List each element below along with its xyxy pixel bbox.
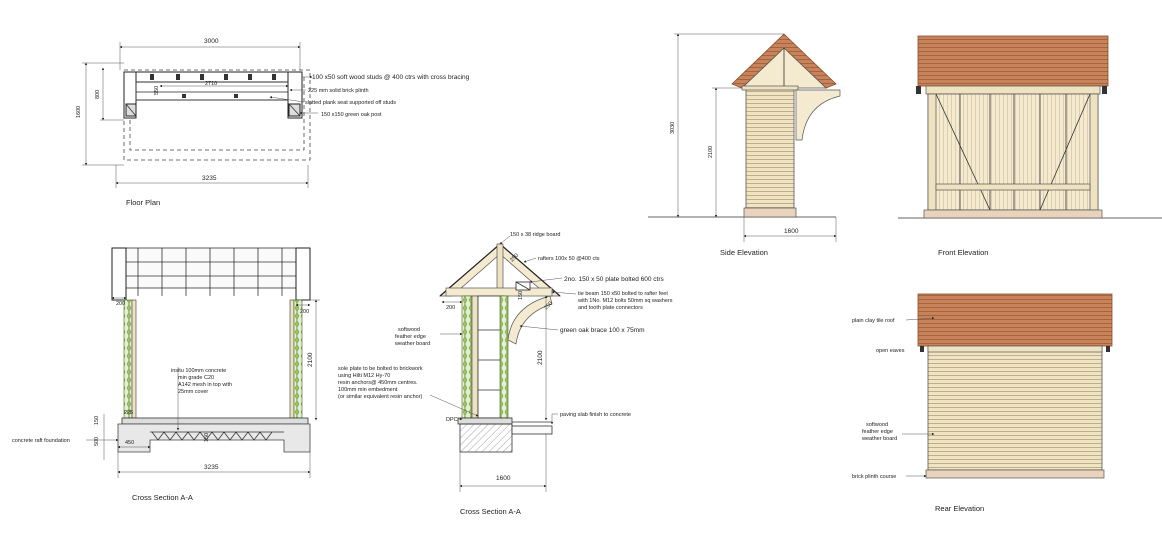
note-rear-plinth: brick plinth course [852, 474, 896, 480]
dim-3235-section: 3235 [204, 464, 219, 471]
note-concrete-2: min grade C20 [178, 375, 214, 381]
note-seat: slatted plank seat supported off studs [305, 100, 396, 106]
note-sole-1: sole plate to be bolted to brickwork [338, 366, 423, 372]
note-rafters: rafters 100x 50 @400 cts [538, 256, 600, 262]
truss-verticals [137, 248, 283, 296]
note-board-2: feather edge [395, 334, 426, 340]
dim-1600: 1600 [76, 106, 82, 118]
note-brace: green oak brace 100 x 75mm [560, 327, 645, 334]
note-post: 150 x150 green oak post [321, 112, 382, 118]
floor-plan-title: Floor Plan [126, 198, 160, 207]
cross-section-middle: 200 250 250 150 2100 1600 150 x 38 ridge… [338, 232, 673, 516]
dim-2100-mid: 2100 [537, 350, 544, 365]
rear-elevation: plain clay tile roof open eaves softwood… [852, 293, 1113, 513]
dim-500: 500 [94, 437, 100, 446]
side-elevation-title: Side Elevation [720, 248, 768, 257]
dim-800: 800 [95, 90, 101, 99]
side-elevation: 3030 2100 1600 Side Elevation [648, 33, 841, 257]
note-tie-1: tie beam 150 x50 bolted to rafter feet [578, 291, 668, 297]
note-plinth: 225 mm solid brick plinth [308, 88, 369, 94]
dim-1600-mid: 1600 [496, 475, 511, 482]
section-left-title: Cross Section A-A [132, 493, 193, 502]
note-sole-5: (or similar equivalent resin anchor) [338, 394, 423, 400]
note-plate: 2no. 150 x 50 plate bolted 600 ctrs [564, 276, 664, 283]
note-rear-roof: plain clay tile roof [852, 318, 895, 324]
note-board-3: weather board [394, 341, 430, 347]
front-elevation: Front Elevation [898, 35, 1162, 257]
note-concrete-4: 25mm cover [178, 389, 208, 395]
dim-250a: 250 [509, 253, 520, 264]
note-board-1: softwood [398, 327, 420, 333]
note-raft: concrete raft foundation [12, 438, 70, 444]
note-rear-board-1: softwood [866, 422, 888, 428]
dim-550: 550 [154, 86, 160, 95]
dim-150-mid: 150 [518, 291, 524, 300]
note-ridge: 150 x 38 ridge board [510, 232, 560, 238]
dim-3235: 3235 [202, 175, 217, 182]
note-studs: 100 x50 soft wood studs @ 400 ctrs with … [312, 74, 470, 81]
note-sole-2: using Hilti M12 Hy-70 [338, 373, 390, 379]
note-tie-2: with 1No. M12 bolts 50mm sq washers [577, 298, 673, 304]
note-rear-board-2: feather edge [862, 429, 893, 435]
note-tie-3: and tooth plate connectors [578, 305, 643, 311]
dim-150b: 150 [204, 433, 210, 442]
dim-1600-side: 1600 [784, 228, 799, 235]
dim-2100-side: 2100 [708, 146, 714, 158]
dim-2100: 2100 [307, 352, 314, 367]
note-sole-4: 100mm min embedment [338, 387, 398, 393]
note-concrete-3: A142 mesh in top with [178, 382, 232, 388]
dim-2710: 2710 [205, 81, 217, 87]
dim-3030: 3030 [670, 122, 676, 134]
cross-section-left: 200 200 2100 150 500 225 450 150 3235 in… [12, 247, 320, 502]
dim-450: 450 [125, 440, 134, 446]
dim-250b: 250 [543, 301, 554, 312]
section-middle-title: Cross Section A-A [460, 507, 521, 516]
note-rear-eaves: open eaves [876, 348, 905, 354]
dim-225: 225 [124, 410, 133, 416]
dim-150: 150 [94, 416, 100, 425]
note-dpc: DPC [446, 417, 458, 423]
rear-elevation-title: Rear Elevation [935, 504, 984, 513]
note-sole-3: resin anchors@ 450mm centres. [338, 380, 418, 386]
note-concrete-1: insitu 100mm concrete [171, 368, 226, 374]
floor-plan: 3000 2710 550 [76, 38, 470, 207]
dim-200-mid: 200 [446, 305, 455, 311]
dim-3000: 3000 [204, 38, 219, 45]
note-paving: paving slab finish to concrete [560, 412, 631, 418]
note-rear-board-3: weather board [861, 436, 897, 442]
front-elevation-title: Front Elevation [938, 248, 988, 257]
dim-200-right: 200 [300, 309, 309, 315]
dim-200-left: 200 [116, 301, 125, 307]
